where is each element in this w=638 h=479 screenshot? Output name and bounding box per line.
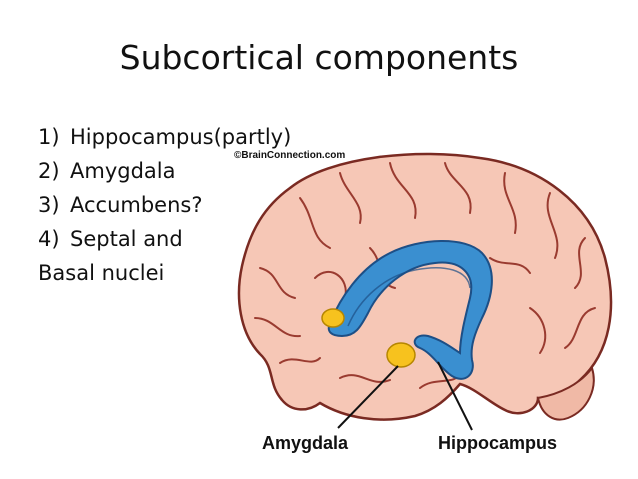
hippocampus-label: Hippocampus [438,433,557,453]
list-number: 1) [38,125,60,149]
list-number: 3) [38,193,60,217]
list-text: Accumbens? [70,193,203,217]
brain-outline [237,152,613,421]
hippocampus-inner [347,267,471,327]
list-item: 2) Amygdala [38,154,291,188]
hippocampus-pointer [437,361,473,431]
brain-svg: ©BrainConnection.com Amygdala Hippocampu… [234,150,613,453]
cerebellum [536,365,595,421]
list-item: 3) Accumbens? [38,188,291,222]
list-text: Hippocampus(partly) [70,125,292,149]
list-item: 4) Septal and [38,222,291,256]
list-continuation: Basal nuclei [38,261,165,285]
list-item: 1) Hippocampus(partly) [38,120,291,154]
component-list: 1) Hippocampus(partly) 2) Amygdala 3) Accum… [38,120,291,290]
amygdala-small-shape [321,308,345,328]
list-text: Septal and [70,227,183,251]
brain-illustration: ©BrainConnection.com Amygdala Hippocampu… [220,148,630,468]
amygdala-shape [386,342,416,368]
list-number: 4) [38,227,60,251]
copyright-text: ©BrainConnection.com [234,150,345,161]
hippocampus-shape [327,240,493,380]
list-text: Amygdala [70,159,176,183]
slide-title: Subcortical components [119,38,519,77]
list-number: 2) [38,159,60,183]
amygdala-label: Amygdala [262,433,349,453]
amygdala-pointer [337,365,399,429]
